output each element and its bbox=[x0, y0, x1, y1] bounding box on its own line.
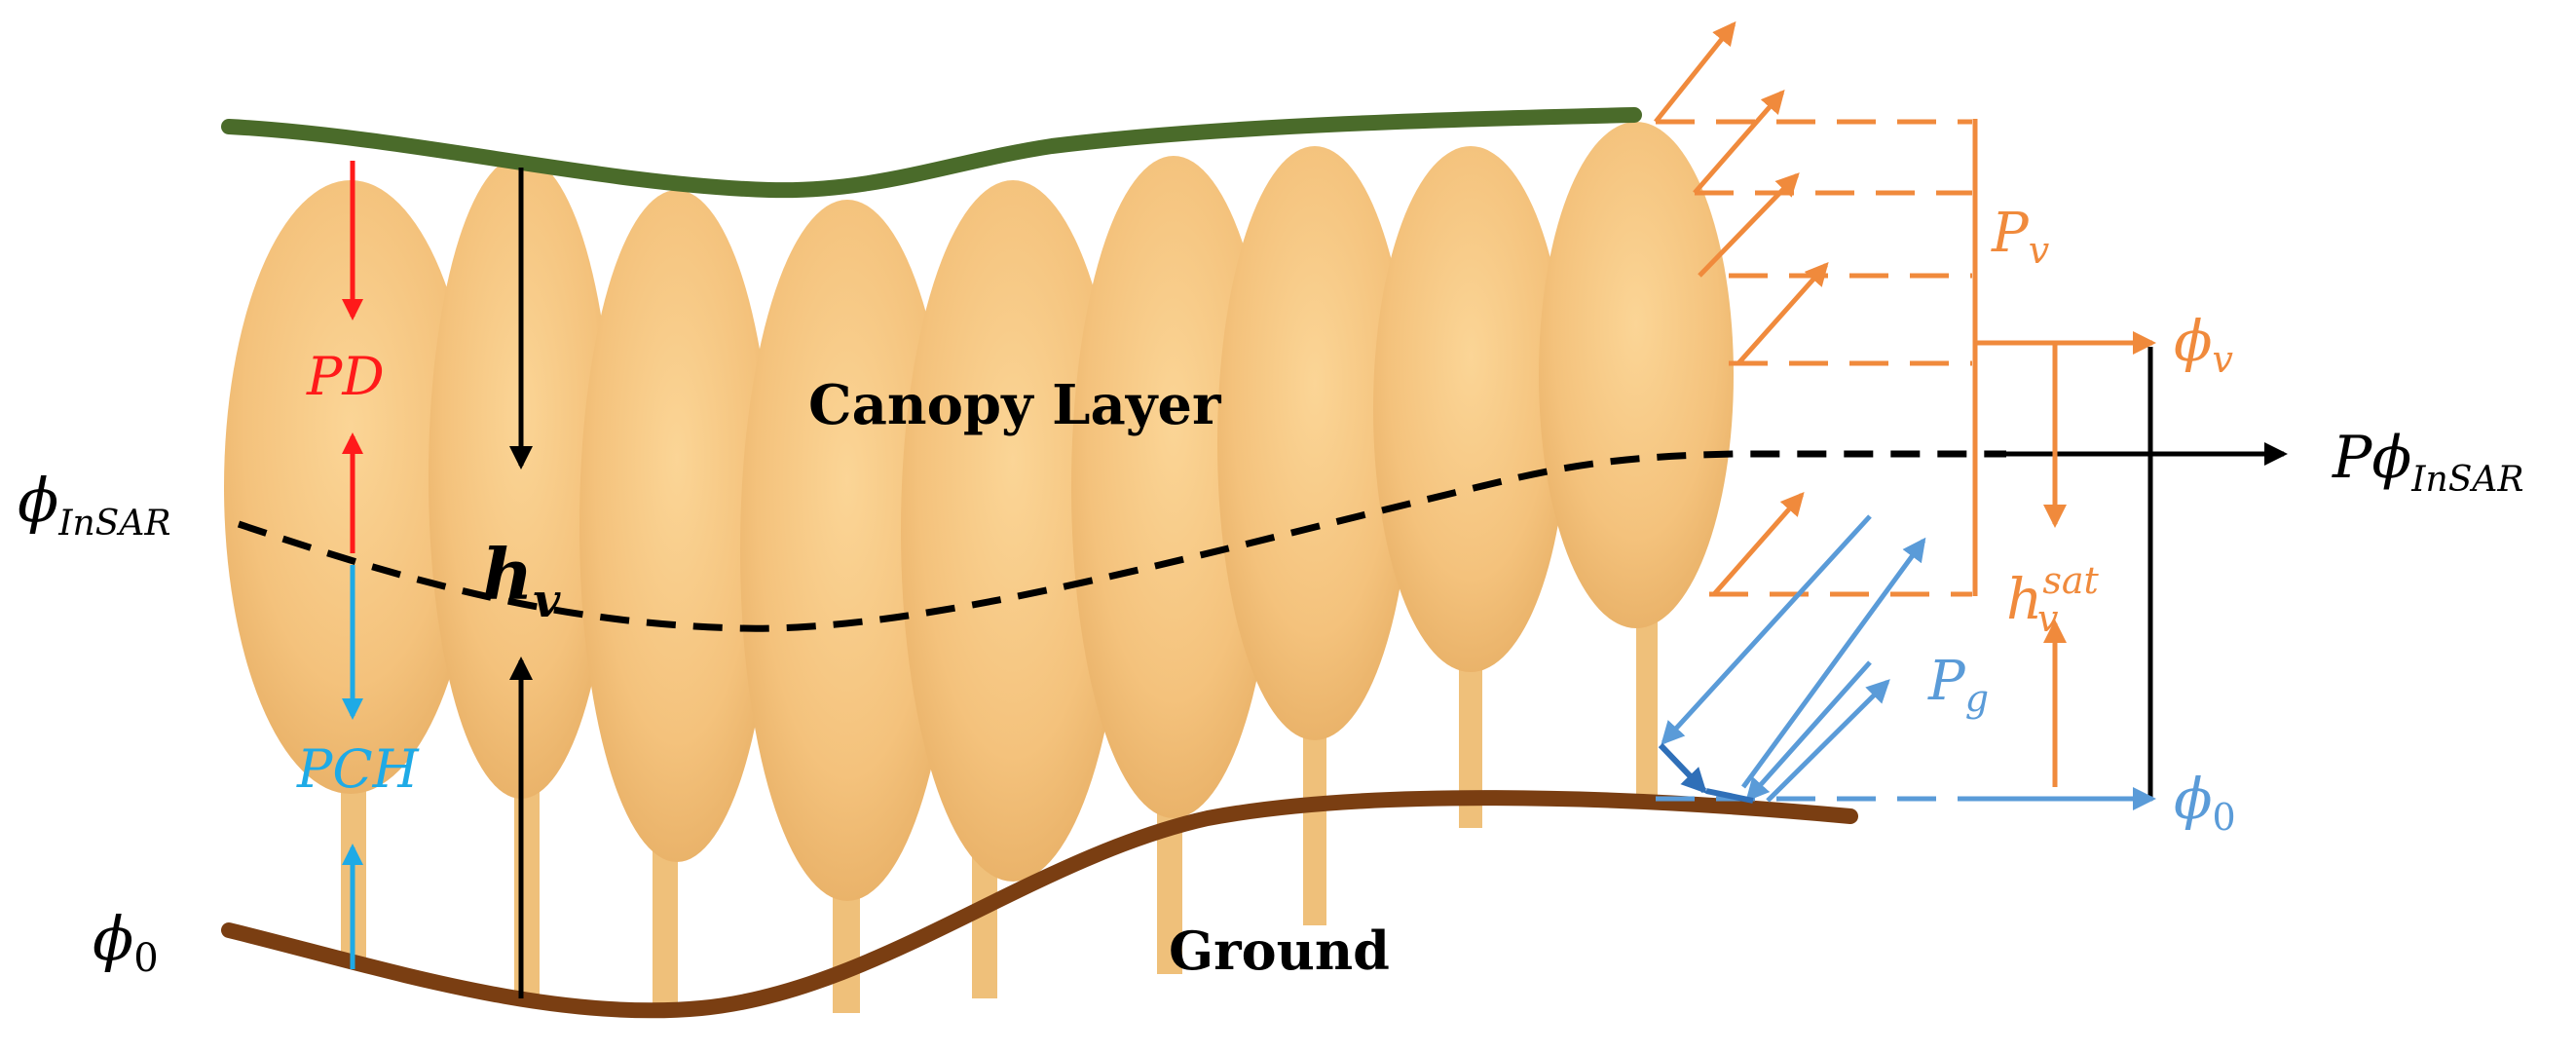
pphi-insar-label: PϕInSAR bbox=[2332, 424, 2523, 500]
ground-reflection bbox=[1658, 742, 1754, 804]
volume-scattering bbox=[1654, 20, 2156, 787]
volume-arrow-icon bbox=[1693, 89, 1785, 195]
reflection-arrow-icon bbox=[1658, 742, 1707, 794]
phi0-left-label: ϕ0 bbox=[93, 903, 159, 981]
volume-arrow-icon bbox=[1698, 172, 1800, 278]
tree-canopy-icon bbox=[579, 190, 774, 862]
volume-arrow-icon bbox=[1736, 262, 1829, 365]
hvsat-base: h bbox=[2006, 566, 2042, 632]
pg-base: P bbox=[1927, 650, 1966, 713]
pphi-base: Pϕ bbox=[2332, 424, 2411, 492]
canopy-top-line bbox=[221, 107, 1642, 199]
forest bbox=[224, 122, 1734, 1013]
phiv-base: ϕ bbox=[2174, 308, 2213, 374]
ground-label: Ground bbox=[1169, 920, 1390, 982]
phi0-right-label: ϕ0 bbox=[2174, 766, 2236, 839]
phi0-left-base: ϕ bbox=[93, 903, 133, 974]
insar-phase-center-line bbox=[237, 450, 2006, 632]
pv-base: P bbox=[1991, 202, 2030, 265]
hvsat-label: hsat bbox=[2006, 559, 2100, 632]
phiv-sub: v bbox=[2213, 338, 2234, 381]
trunk bbox=[1636, 594, 1658, 799]
ground-arrow-icon bbox=[1661, 514, 1872, 745]
ground-arrow-icon bbox=[1766, 679, 1890, 803]
phi-insar-label: ϕInSAR bbox=[18, 465, 170, 544]
ground-line bbox=[221, 790, 1858, 1019]
ground-arrow-icon bbox=[1745, 660, 1872, 802]
pv-label: Pv bbox=[1991, 202, 2050, 272]
volume-arrow-icon bbox=[1712, 492, 1805, 596]
phi-insar-sub: InSAR bbox=[57, 504, 170, 544]
hv-sub: v bbox=[533, 574, 561, 628]
phi0-right-base: ϕ bbox=[2174, 766, 2213, 832]
phi-insar-base: ϕ bbox=[18, 465, 58, 536]
canopy-layer-label: Canopy Layer bbox=[808, 373, 1222, 437]
hvsat-sub-label: v bbox=[2037, 597, 2059, 640]
tree-canopy-icon bbox=[740, 200, 954, 901]
pg-label: Pg bbox=[1927, 650, 1989, 720]
tree-canopy-icon bbox=[429, 156, 614, 799]
hvsat-sup: sat bbox=[2042, 559, 2099, 602]
tree-canopy-icon bbox=[1373, 146, 1568, 672]
phi0-right-sub: 0 bbox=[2213, 796, 2236, 839]
ground-arrow-icon bbox=[1740, 537, 1926, 789]
pg-sub: g bbox=[1965, 677, 1989, 720]
tree-canopy-icon bbox=[1539, 122, 1734, 628]
reflection-segment bbox=[1705, 788, 1754, 804]
tree-canopy-icon bbox=[1217, 146, 1412, 740]
tree-canopy-icon bbox=[1071, 156, 1276, 818]
tree-crowns bbox=[224, 122, 1734, 901]
hv-label: hv bbox=[482, 533, 561, 628]
pv-sub: v bbox=[2029, 229, 2050, 272]
volume-arrow-icon bbox=[1654, 20, 1736, 124]
pd-label: PD bbox=[306, 346, 385, 407]
phi0-left-sub: 0 bbox=[133, 936, 158, 981]
phiv-label: ϕv bbox=[2174, 308, 2234, 381]
pch-label: PCH bbox=[296, 738, 420, 800]
tree-canopy-icon bbox=[901, 180, 1125, 882]
pphi-sub: InSAR bbox=[2410, 460, 2523, 500]
hv-base: h bbox=[482, 533, 533, 616]
